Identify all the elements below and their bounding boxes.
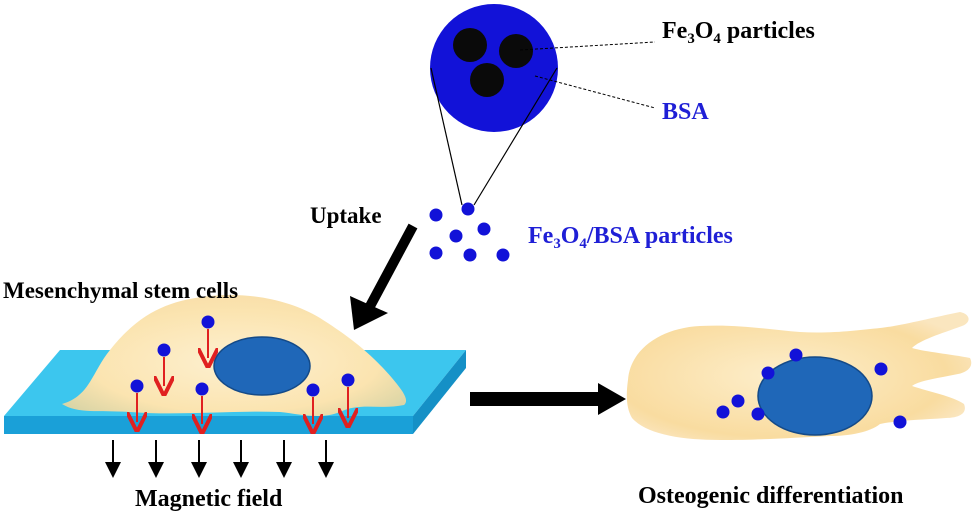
mesenchymal-stem-cells-label: Mesenchymal stem cells [3, 278, 239, 303]
fe3o4-core-icon [499, 34, 533, 68]
process-arrow-icon [470, 383, 626, 415]
fe3o4-bsa-particles-label: Fe3O4/BSA particles [528, 223, 733, 252]
fe3o4-core-icon [470, 63, 504, 97]
fe3o4-particles-label: Fe3O4 particles [662, 18, 815, 47]
bsa-label: BSA [662, 99, 709, 125]
dispersed-particles [429, 202, 510, 262]
leader-line-fe3o4 [519, 41, 656, 51]
osteogenic-differentiation-label: Osteogenic differentiation [638, 483, 904, 509]
nucleus-icon [213, 336, 311, 396]
magnetic-field-label: Magnetic field [135, 486, 283, 512]
leader-line-bsa [534, 75, 656, 109]
differentiated-cell-icon [626, 312, 972, 440]
magnetic-force-arrows [131, 315, 355, 425]
uptake-arrow-icon [350, 223, 418, 330]
magnetic-field-arrows-icon [105, 440, 334, 478]
mesenchymal-stem-cell-icon [62, 294, 407, 417]
fe3o4-core-icon [453, 28, 487, 62]
zoom-line-left [430, 67, 463, 206]
nucleus-icon [757, 356, 873, 436]
fe3o4-bsa-nanoparticle-icon [430, 4, 558, 132]
uptake-label: Uptake [310, 203, 382, 228]
zoom-line-right [473, 67, 558, 206]
